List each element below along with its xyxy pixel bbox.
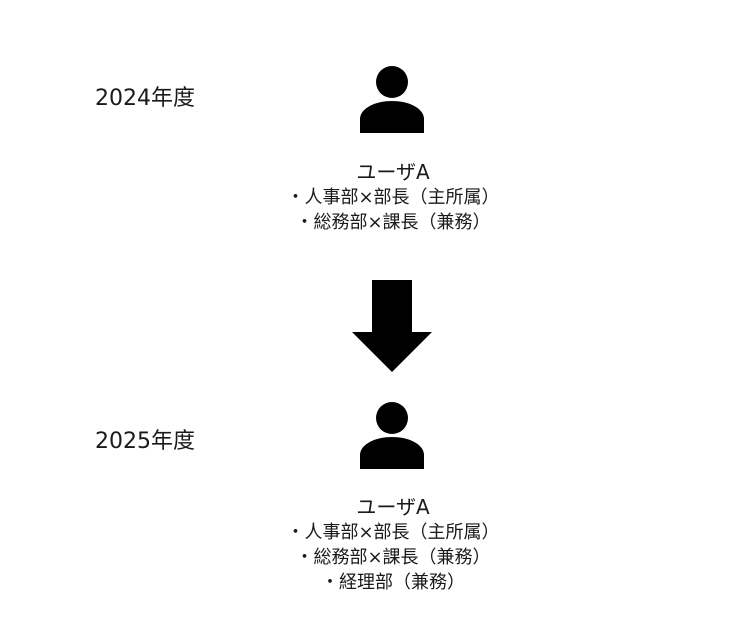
arrow-down-icon bbox=[352, 280, 432, 372]
role-list: ・人事部×部長（主所属） ・総務部×課長（兼務） bbox=[240, 185, 546, 235]
role-item: ・総務部×課長（兼務） bbox=[295, 547, 491, 568]
user-icon bbox=[360, 402, 424, 469]
user-card-before: ユーザA ・人事部×部長（主所属） ・総務部×課長（兼務） bbox=[240, 159, 546, 235]
user-name: ユーザA bbox=[356, 495, 430, 519]
year-label-after: 2025年度 bbox=[95, 429, 195, 454]
role-list: ・人事部×部長（主所属） ・総務部×課長（兼務） ・経理部（兼務） bbox=[240, 520, 546, 595]
role-item: ・総務部×課長（兼務） bbox=[295, 212, 491, 233]
role-item: ・人事部×部長（主所属） bbox=[286, 187, 500, 208]
role-item: ・経理部（兼務） bbox=[321, 572, 465, 593]
user-icon bbox=[360, 66, 424, 133]
user-name: ユーザA bbox=[356, 160, 430, 184]
year-label-before: 2024年度 bbox=[95, 86, 195, 111]
role-item: ・人事部×部長（主所属） bbox=[286, 522, 500, 543]
user-card-after: ユーザA ・人事部×部長（主所属） ・総務部×課長（兼務） ・経理部（兼務） bbox=[240, 494, 546, 595]
